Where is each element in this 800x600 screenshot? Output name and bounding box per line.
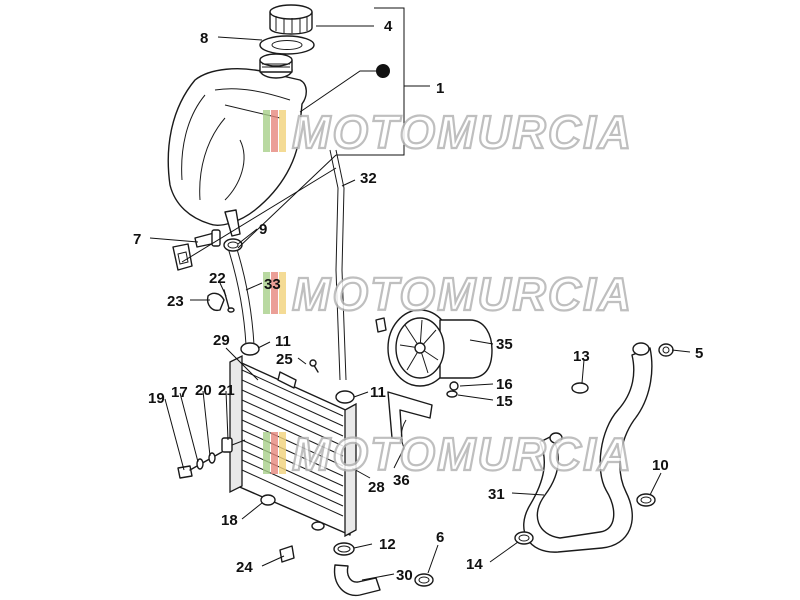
expansion-tank <box>167 68 307 237</box>
callout-1: 1 <box>436 80 444 97</box>
washer-17-20 <box>196 452 216 470</box>
leader-lines <box>149 36 691 581</box>
callout-6: 6 <box>436 529 444 546</box>
clamp-5 <box>658 343 674 357</box>
clamp-14 <box>514 531 534 545</box>
clip-near-fan <box>375 317 387 333</box>
callout-8: 8 <box>200 30 208 47</box>
sealing-washer <box>259 35 315 55</box>
screw-22 <box>223 289 235 313</box>
callout-21: 21 <box>218 382 235 399</box>
watermark-bottom: MOTOMURCIA <box>263 427 633 481</box>
callout-32: 32 <box>360 170 377 187</box>
watermark-text: MOTOMURCIA <box>292 268 633 320</box>
callout-31: 31 <box>488 486 505 503</box>
watermark-text: MOTOMURCIA <box>292 428 633 480</box>
callout-28: 28 <box>368 479 385 496</box>
callout-24: 24 <box>236 559 253 576</box>
hose-33 <box>227 245 255 346</box>
callout-11-top: 11 <box>275 333 291 350</box>
callout-11-bottom: 11 <box>370 384 386 401</box>
watermark-text: MOTOMURCIA <box>292 106 633 158</box>
callout-9: 9 <box>259 221 267 238</box>
clip-9 <box>223 238 243 252</box>
callout-12: 12 <box>379 536 396 553</box>
callout-33: 33 <box>264 276 281 293</box>
callout-22: 22 <box>209 270 226 287</box>
callout-4: 4 <box>384 18 393 35</box>
callout-20: 20 <box>195 382 212 399</box>
radiator-hose-inlet <box>240 342 355 404</box>
hose-clamp-12 <box>333 542 355 556</box>
callout-5: 5 <box>695 345 703 362</box>
hose-30 <box>333 564 381 597</box>
grommet-18 <box>260 494 276 506</box>
bolt-7 <box>194 229 221 248</box>
callout-19: 19 <box>148 390 165 407</box>
callout-labels: 1 4 8 32 7 9 22 23 33 29 11 25 35 13 5 1… <box>133 18 703 584</box>
bolt-19 <box>177 451 223 479</box>
callout-35: 35 <box>496 336 513 353</box>
filler-cap <box>269 4 313 35</box>
callout-14: 14 <box>466 556 483 573</box>
assembly-bracket-1 <box>299 7 430 156</box>
clamp-10 <box>636 493 656 507</box>
clamp-6 <box>414 573 434 587</box>
bracket-clip <box>172 243 193 271</box>
callout-13: 13 <box>573 348 590 365</box>
callout-18: 18 <box>221 512 238 529</box>
fan-bracket-36 <box>387 391 433 451</box>
callout-17: 17 <box>171 384 188 401</box>
callout-15: 15 <box>496 393 513 410</box>
callout-36: 36 <box>393 472 410 489</box>
filler-hose-32 <box>329 149 347 381</box>
tank-neck <box>259 53 293 79</box>
bracket-25 <box>277 359 319 389</box>
callout-16: 16 <box>496 376 513 393</box>
fan-assembly <box>387 309 493 387</box>
callout-10: 10 <box>652 457 669 474</box>
callout-7: 7 <box>133 231 141 248</box>
callout-30: 30 <box>396 567 413 584</box>
clamp-23 <box>206 292 225 312</box>
callout-29: 29 <box>213 332 230 349</box>
watermark-top: MOTOMURCIA <box>263 105 633 159</box>
watermark-middle: MOTOMURCIA <box>263 267 633 321</box>
nut-16-15 <box>446 381 459 398</box>
coolant-hose-31 <box>523 342 653 553</box>
clamp-13 <box>571 382 589 394</box>
callout-23: 23 <box>167 293 184 310</box>
callout-25: 25 <box>276 351 293 368</box>
bushing-24 <box>279 521 325 563</box>
radiator-fitting-21 <box>221 437 246 453</box>
